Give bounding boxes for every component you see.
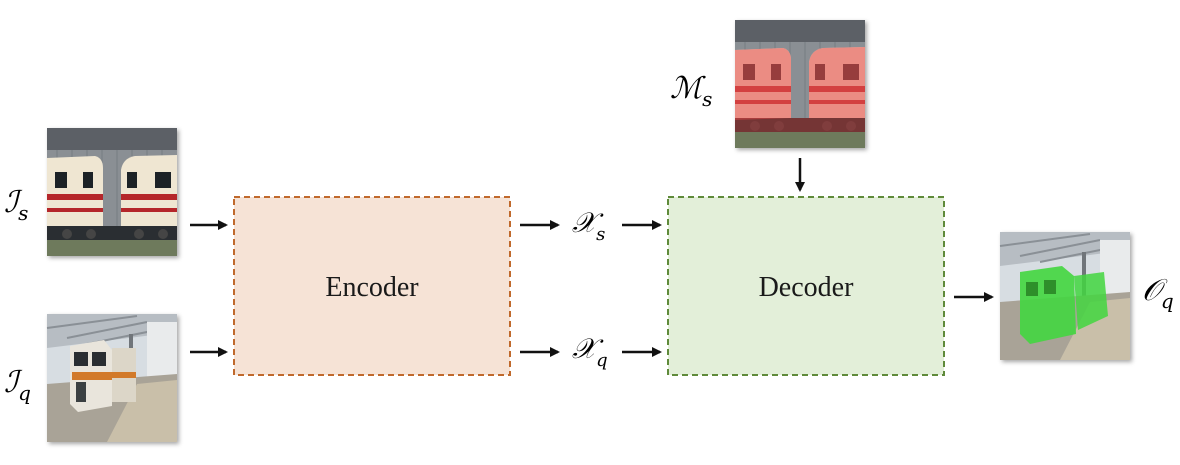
query-image: [46, 313, 178, 443]
query-image-label: ℐq: [4, 365, 31, 405]
encoder-box: [233, 196, 511, 376]
support-image-label: ℐs: [4, 185, 28, 225]
support-mask-image: [734, 19, 866, 149]
decoder-box: [667, 196, 945, 376]
support-mask-label: ℳs: [670, 71, 712, 111]
encoder-label: Encoder: [325, 272, 419, 303]
query-feature-label: 𝒳q: [572, 332, 608, 371]
output-image: [999, 231, 1131, 361]
decoder-label: Decoder: [759, 272, 855, 303]
support-image: [46, 127, 178, 257]
support-feature-label: 𝒳s: [572, 206, 605, 245]
output-label: 𝒪q: [1142, 273, 1174, 313]
